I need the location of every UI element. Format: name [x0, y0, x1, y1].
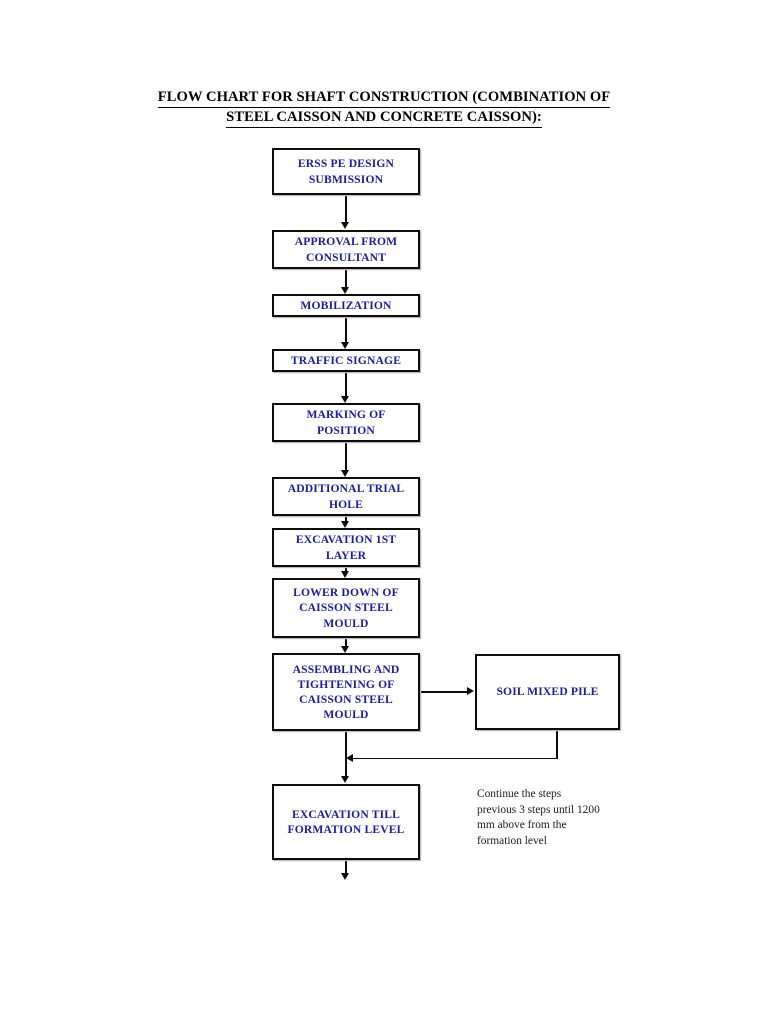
page-title-line-1: FLOW CHART FOR SHAFT CONSTRUCTION (COMBI…: [157, 88, 611, 108]
node-excavation-till-formation-level[interactable]: EXCAVATION TILL FORMATION LEVEL: [272, 784, 420, 860]
arrowhead-n10-feedback: [346, 754, 353, 762]
node-label: LOWER DOWN OF CAISSON STEEL MOULD: [293, 586, 399, 630]
arrowhead-n6-n7: [341, 521, 350, 528]
arrowhead-n5-n6: [341, 470, 350, 477]
annotation-line-2: previous 3 steps until 1200: [477, 803, 600, 816]
node-label: EXCAVATION TILL FORMATION LEVEL: [287, 807, 405, 836]
arrowhead-n1-n2: [341, 222, 350, 229]
node-label: SOIL MIXED PILE: [496, 685, 599, 699]
connector-n8-n9: [345, 638, 347, 648]
node-marking-of-position[interactable]: MARKING OF POSITION: [272, 403, 420, 442]
node-additional-trial-hole[interactable]: ADDITIONAL TRIAL HOLE: [272, 477, 420, 516]
page-title-line-2: STEEL CAISSON AND CONCRETE CAISSON):: [226, 108, 542, 128]
node-mobilization[interactable]: MOBILIZATION: [272, 294, 420, 317]
node-assembling-and-tightening-of-caisson-steel-mould[interactable]: ASSEMBLING AND TIGHTENING OF CAISSON STE…: [272, 653, 420, 731]
node-approval-from-consultant[interactable]: APPROVAL FROM CONSULTANT: [272, 230, 420, 269]
node-label: ERSS PE DESIGN SUBMISSION: [297, 157, 395, 186]
connector-n9-n10: [420, 691, 468, 693]
arrowhead-n2-n3: [341, 287, 350, 294]
node-traffic-signage[interactable]: TRAFFIC SIGNAGE: [272, 349, 420, 372]
node-label: EXCAVATION 1ST LAYER: [295, 533, 397, 562]
node-label: ADDITIONAL TRIAL HOLE: [287, 482, 405, 511]
annotation-line-1: Continue the steps: [477, 788, 562, 800]
arrowhead-n3-n4: [341, 342, 350, 349]
node-label: MOBILIZATION: [300, 298, 392, 312]
connector-n3-n4: [345, 317, 347, 343]
node-label: TRAFFIC SIGNAGE: [290, 353, 402, 367]
arrowhead-n8-n9: [341, 646, 350, 653]
page-title: FLOW CHART FOR SHAFT CONSTRUCTION (COMBI…: [84, 88, 684, 128]
node-excavation-1st-layer[interactable]: EXCAVATION 1ST LAYER: [272, 528, 420, 567]
arrowhead-n7-n8: [341, 571, 350, 578]
connector-n5-n6: [345, 442, 347, 471]
node-label: ASSEMBLING AND TIGHTENING OF CAISSON STE…: [292, 662, 400, 722]
connector-n10-feedback-horizontal: [353, 757, 558, 760]
connector-n7-n8: [345, 567, 347, 572]
node-label: MARKING OF POSITION: [306, 408, 386, 437]
annotation-continue-steps-note: Continue the steps previous 3 steps unti…: [477, 787, 627, 849]
connector-n10-feedback-vertical: [556, 730, 558, 759]
node-label: APPROVAL FROM CONSULTANT: [294, 235, 398, 264]
annotation-line-3: mm above from the: [477, 819, 567, 832]
connector-n1-n2: [345, 195, 347, 223]
arrowhead-n9-n11: [341, 776, 350, 783]
arrowhead-n9-n10: [467, 687, 474, 696]
arrowhead-n11-continuation: [341, 873, 350, 880]
connector-n9-n11-trunk: [345, 731, 347, 777]
node-lower-down-of-caisson-steel-mould[interactable]: LOWER DOWN OF CAISSON STEEL MOULD: [272, 578, 420, 638]
node-erss-pe-design-submission[interactable]: ERSS PE DESIGN SUBMISSION: [272, 148, 420, 195]
connector-n6-n7: [345, 516, 347, 522]
connector-n11-continuation: [345, 860, 347, 877]
arrowhead-n4-n5: [341, 396, 350, 403]
node-soil-mixed-pile[interactable]: SOIL MIXED PILE: [475, 654, 620, 730]
connector-n2-n3: [345, 269, 347, 288]
connector-n4-n5: [345, 372, 347, 397]
annotation-line-4: formation level: [477, 834, 547, 847]
